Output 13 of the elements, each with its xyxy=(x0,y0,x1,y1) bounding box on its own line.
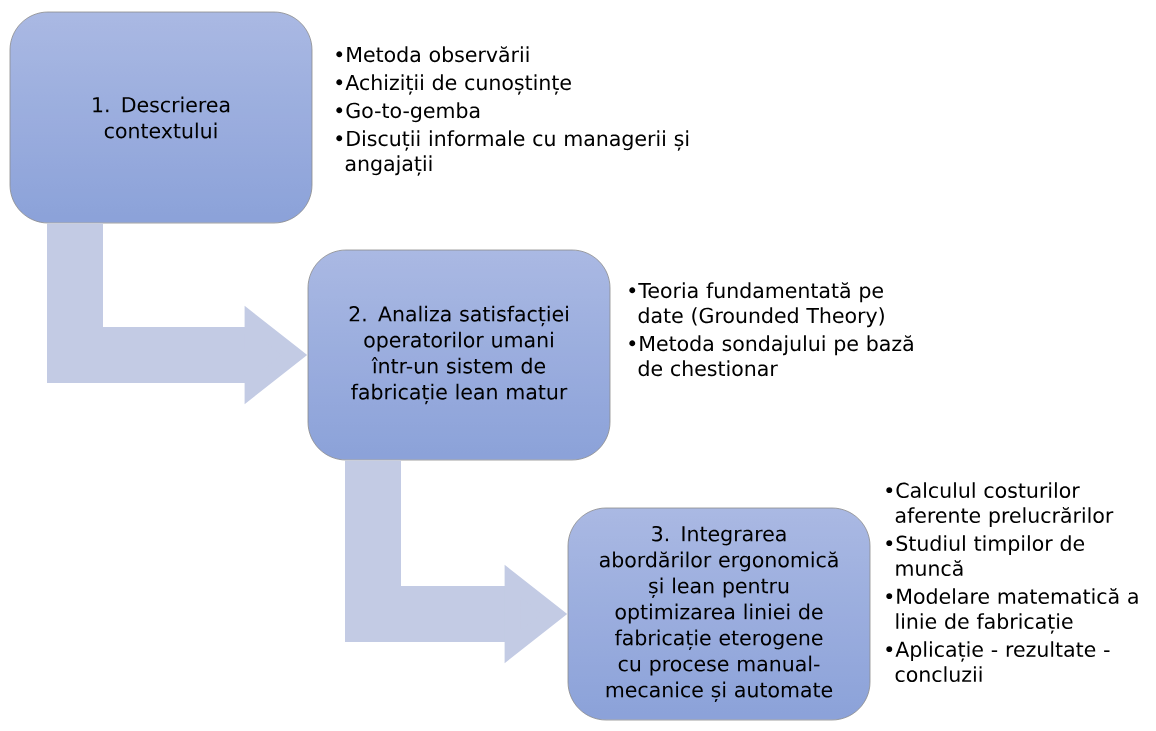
bullet-item: •Modelare matematică a linie de fabricație xyxy=(886,588,1138,634)
bullet-item: •Discuții informale cu managerii și angajații xyxy=(336,130,689,176)
bullet-item: •Achiziții de cunoștințe xyxy=(336,74,571,95)
bullet-item: •Aplicație - rezultate - concluzii xyxy=(886,641,1110,683)
bullet-item: •Teoria fundamentată pe date (Grounded Theory) xyxy=(629,282,884,328)
process-box: 1. Descrierea contextului xyxy=(9,11,313,224)
bullet-item: •Studiul timpilor de muncă xyxy=(886,535,1085,577)
process-box: 3. Integrarea abordărilor ergonomică și lean pentru optimizarea liniei de fabricație eterogene cu procese manual-mecanice și automate xyxy=(567,507,871,721)
process-box: 2. Analiza satisfacției operatorilor umani într-un sistem de fabricație lean matur xyxy=(307,249,611,461)
bullet-item: •Metoda sondajului pe bază de chestionar xyxy=(629,335,913,377)
bullet-item: •Calculul costurilor aferente prelucrărilor xyxy=(886,482,1114,528)
bullet-item: •Go-to-gemba xyxy=(336,102,480,123)
bullet-item: •Metoda observării xyxy=(336,46,529,63)
